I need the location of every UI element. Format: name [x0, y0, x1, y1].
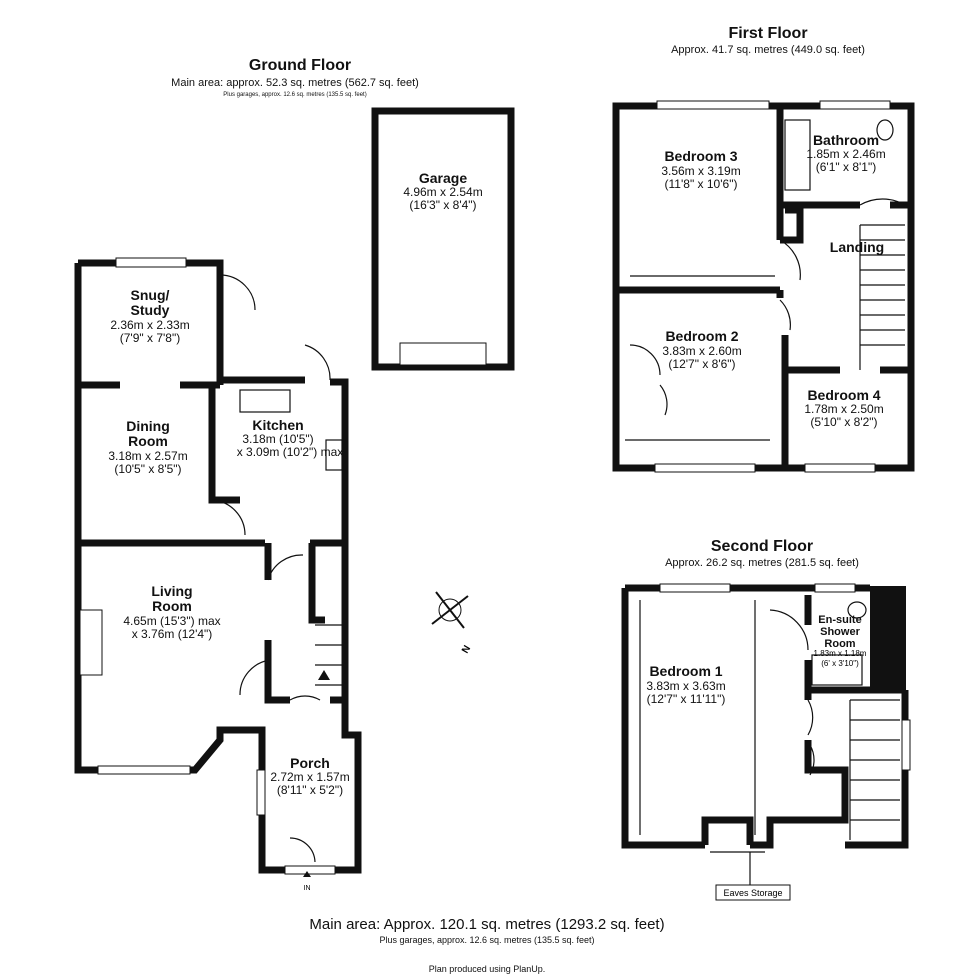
svg-text:(10'5" x 8'5"): (10'5" x 8'5") — [114, 462, 181, 476]
room-bedroom-4: Bedroom 4 1.78m x 2.50m (5'10" x 8'2") — [804, 387, 883, 429]
room-dining-room: Dining Room 3.18m x 2.57m (10'5" x 8'5") — [108, 418, 187, 476]
compass-icon: N — [431, 591, 473, 656]
svg-text:Porch: Porch — [290, 755, 330, 771]
svg-text:3.18m (10'5"): 3.18m (10'5") — [242, 432, 313, 446]
room-porch: Porch 2.72m x 1.57m (8'11" x 5'2") — [270, 755, 349, 797]
svg-text:3.83m x 2.60m: 3.83m x 2.60m — [662, 344, 741, 358]
room-bathroom: Bathroom 1.85m x 2.46m (6'1" x 8'1") — [806, 132, 885, 174]
ground-floor-title: Ground Floor — [249, 57, 351, 74]
ground-floor-area: Main area: approx. 52.3 sq. metres (562.… — [171, 77, 419, 89]
svg-text:3.83m x 3.63m: 3.83m x 3.63m — [646, 679, 725, 693]
svg-text:Dining: Dining — [126, 418, 170, 434]
svg-text:Room: Room — [152, 598, 192, 614]
eaves-storage-label: Eaves Storage — [715, 852, 791, 901]
svg-text:x 3.76m (12'4"): x 3.76m (12'4") — [132, 627, 213, 641]
svg-text:Study: Study — [131, 302, 170, 318]
ground-floor-garages: Plus garages, approx. 12.6 sq. metres (1… — [223, 92, 366, 98]
svg-text:Bathroom: Bathroom — [813, 132, 879, 148]
svg-text:En-suite: En-suite — [818, 614, 861, 626]
entrance-marker: IN — [303, 871, 311, 892]
room-en-suite-shower-room: En-suite Shower Room 1.83m x 1.18m (6' x… — [814, 614, 867, 668]
svg-text:Bedroom 4: Bedroom 4 — [807, 387, 880, 403]
svg-text:(5'10" x 8'2"): (5'10" x 8'2") — [810, 415, 877, 429]
svg-text:4.65m (15'3") max: 4.65m (15'3") max — [123, 614, 220, 628]
room-landing: Landing — [830, 239, 884, 255]
footer-garages: Plus garages, approx. 12.6 sq. metres (1… — [379, 935, 594, 945]
second-floor-title: Second Floor — [711, 538, 813, 555]
room-snug-study: Snug/ Study 2.36m x 2.33m (7'9" x 7'8") — [110, 287, 189, 345]
svg-text:IN: IN — [304, 885, 311, 892]
svg-text:Bedroom 3: Bedroom 3 — [664, 148, 737, 164]
svg-text:1.78m x 2.50m: 1.78m x 2.50m — [804, 402, 883, 416]
room-bedroom-1: Bedroom 1 3.83m x 3.63m (12'7" x 11'11") — [646, 663, 725, 706]
svg-text:(8'11" x 5'2"): (8'11" x 5'2") — [277, 783, 343, 797]
garage: Garage 4.96m x 2.54m (16'3" x 8'4") — [371, 107, 515, 371]
first-floor-walls — [612, 100, 915, 473]
svg-text:(7'9" x 7'8"): (7'9" x 7'8") — [120, 331, 180, 345]
svg-text:N: N — [460, 644, 473, 656]
svg-text:3.18m x 2.57m: 3.18m x 2.57m — [108, 449, 187, 463]
svg-text:2.36m x 2.33m: 2.36m x 2.33m — [110, 318, 189, 332]
svg-text:Bedroom 1: Bedroom 1 — [649, 663, 722, 679]
room-kitchen: Kitchen 3.18m (10'5") x 3.09m (10'2") ma… — [237, 417, 344, 459]
svg-text:Eaves Storage: Eaves Storage — [723, 888, 782, 898]
svg-text:Garage: Garage — [419, 170, 467, 186]
svg-text:(16'3" x 8'4"): (16'3" x 8'4") — [409, 198, 476, 212]
svg-text:(11'8" x 10'6"): (11'8" x 10'6") — [665, 177, 738, 191]
svg-text:4.96m x 2.54m: 4.96m x 2.54m — [403, 185, 482, 199]
svg-text:(12'7" x 11'11"): (12'7" x 11'11") — [647, 692, 726, 706]
svg-text:1.83m x 1.18m: 1.83m x 1.18m — [814, 649, 867, 658]
svg-text:Shower: Shower — [820, 626, 860, 638]
second-floor-walls — [621, 583, 911, 853]
svg-text:Snug/: Snug/ — [131, 287, 170, 303]
first-floor-area: Approx. 41.7 sq. metres (449.0 sq. feet) — [671, 44, 865, 56]
ground-floor-walls — [74, 257, 362, 875]
svg-text:Kitchen: Kitchen — [252, 417, 303, 433]
svg-text:x 3.09m (10'2") max: x 3.09m (10'2") max — [237, 445, 344, 459]
svg-text:(12'7" x 8'6"): (12'7" x 8'6") — [668, 357, 735, 371]
room-bedroom-2: Bedroom 2 3.83m x 2.60m (12'7" x 8'6") — [662, 328, 741, 371]
svg-text:(6'1" x 8'1"): (6'1" x 8'1") — [816, 160, 876, 174]
svg-text:3.56m x 3.19m: 3.56m x 3.19m — [661, 164, 740, 178]
first-floor-title: First Floor — [728, 25, 807, 42]
svg-text:2.72m x 1.57m: 2.72m x 1.57m — [270, 770, 349, 784]
svg-text:Living: Living — [151, 583, 192, 599]
footer-main-area: Main area: Approx. 120.1 sq. metres (129… — [309, 916, 664, 933]
svg-text:Bedroom 2: Bedroom 2 — [665, 328, 738, 344]
second-floor-area: Approx. 26.2 sq. metres (281.5 sq. feet) — [665, 557, 859, 569]
room-living-room: Living Room 4.65m (15'3") max x 3.76m (1… — [123, 583, 220, 641]
room-bedroom-3: Bedroom 3 3.56m x 3.19m (11'8" x 10'6") — [661, 148, 740, 191]
footer-credit: Plan produced using PlanUp. — [429, 964, 546, 974]
svg-text:(6' x 3'10"): (6' x 3'10") — [821, 659, 859, 668]
svg-text:1.85m x 2.46m: 1.85m x 2.46m — [806, 147, 885, 161]
svg-text:Room: Room — [128, 433, 168, 449]
svg-text:Room: Room — [824, 638, 855, 650]
